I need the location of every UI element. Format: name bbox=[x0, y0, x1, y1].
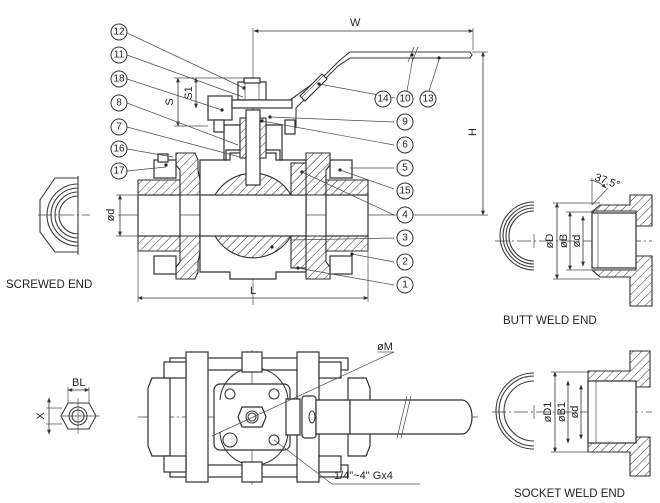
packing-left bbox=[239, 117, 247, 159]
left-end-bore bbox=[137, 194, 181, 237]
dim-M-leader bbox=[211, 351, 395, 437]
caption-socket-weld-end: SOCKET WELD END bbox=[514, 488, 625, 500]
part-bubble-14: 14 bbox=[374, 90, 392, 108]
part-bubble-3: 3 bbox=[396, 229, 414, 247]
svg-text:6: 6 bbox=[402, 140, 408, 151]
part-bubble-1: 1 bbox=[396, 276, 414, 294]
dim-S-label: S bbox=[164, 98, 176, 105]
part-bubble-8: 8 bbox=[110, 94, 128, 112]
dim-BL-label: BL bbox=[72, 377, 85, 389]
part-bubble-9: 9 bbox=[396, 113, 414, 131]
svg-text:9: 9 bbox=[402, 117, 408, 128]
part-bubble-6: 6 bbox=[396, 136, 414, 154]
svg-text:10: 10 bbox=[399, 94, 411, 105]
handle-plate bbox=[231, 99, 293, 109]
svg-text:14: 14 bbox=[377, 94, 389, 105]
part-bubble-4: 4 bbox=[396, 206, 414, 224]
mount-holes-label: 1/4"~4" Gx4 bbox=[334, 470, 393, 482]
right-seat-top bbox=[290, 162, 307, 196]
handle bbox=[289, 51, 473, 109]
plan-handle bbox=[349, 399, 473, 435]
svg-text:12: 12 bbox=[113, 27, 125, 38]
handle-grip bbox=[299, 73, 328, 102]
part-bubble-12: 12 bbox=[110, 23, 128, 41]
right-seat-bottom bbox=[290, 235, 307, 269]
dim-D1-label: øD1 bbox=[542, 402, 554, 423]
svg-text:5: 5 bbox=[402, 163, 408, 174]
hex-end-view: BL X bbox=[35, 377, 100, 435]
stem-nut-top bbox=[243, 77, 261, 84]
caption-butt-weld-end: BUTT WELD END bbox=[503, 315, 597, 327]
part-bubble-5: 5 bbox=[396, 159, 414, 177]
svg-text:16: 16 bbox=[113, 144, 125, 155]
dim-B1-label: øB1 bbox=[556, 402, 568, 422]
right-flange-top bbox=[305, 152, 331, 196]
ball-bore bbox=[199, 194, 307, 237]
caption-screwed-end: SCREWED END bbox=[6, 279, 92, 291]
svg-text:2: 2 bbox=[402, 257, 408, 268]
lock-block-stub bbox=[213, 119, 225, 133]
part-bubble-11: 11 bbox=[110, 46, 128, 64]
svg-text:4: 4 bbox=[402, 210, 408, 221]
part-bubble-18: 18 bbox=[110, 70, 128, 88]
ball-bottom bbox=[214, 235, 292, 259]
left-bottom-nut bbox=[153, 255, 177, 275]
dim-d-butt-label: ød bbox=[571, 235, 583, 248]
dim-d-socket-label: ød bbox=[569, 406, 581, 419]
svg-text:8: 8 bbox=[116, 98, 122, 109]
screwed-end-view: SCREWED END bbox=[6, 176, 92, 291]
part-bubble-17: 17 bbox=[110, 162, 128, 180]
left-end-cap-top bbox=[137, 179, 181, 196]
left-end-cap-bottom bbox=[137, 235, 181, 252]
svg-text:7: 7 bbox=[116, 122, 122, 133]
part-bubble-13: 13 bbox=[419, 90, 437, 108]
dim-M-label: øM bbox=[377, 341, 393, 353]
right-end-cap-bottom bbox=[325, 235, 369, 252]
dim-H-label: H bbox=[467, 128, 479, 136]
part-bubble-15: 15 bbox=[396, 182, 414, 200]
dim-W-label: W bbox=[350, 17, 361, 29]
svg-text:13: 13 bbox=[422, 94, 434, 105]
part-bubble-10: 10 bbox=[396, 90, 414, 108]
main-section-view bbox=[118, 28, 473, 305]
part-bubble-7: 7 bbox=[110, 118, 128, 136]
dim-X-label: X bbox=[35, 412, 47, 420]
svg-text:3: 3 bbox=[402, 233, 408, 244]
svg-text:11: 11 bbox=[114, 50, 125, 61]
dim-D-label: øD bbox=[544, 234, 556, 249]
part-callouts: 12 11 18 8 7 16 17 14 10 13 9 6 5 15 4 3… bbox=[110, 23, 440, 294]
stem bbox=[245, 109, 261, 186]
socket-weld-end-view: øD1 øB1 ød SOCKET WELD END bbox=[492, 350, 652, 500]
plan-left-flange bbox=[185, 351, 209, 483]
part-bubble-16: 16 bbox=[110, 140, 128, 158]
dim-L-label: L bbox=[250, 285, 256, 297]
svg-text:18: 18 bbox=[113, 74, 125, 85]
right-bottom-nut bbox=[329, 255, 353, 275]
svg-text:17: 17 bbox=[113, 166, 125, 177]
left-top-bolt-head bbox=[157, 153, 169, 163]
svg-text:1: 1 bbox=[402, 280, 408, 291]
butt-weld-end-view: øD øB ød 37.5° BUTT WELD END bbox=[495, 172, 653, 327]
butt-weld-section-top bbox=[591, 194, 653, 227]
plan-view: øM 1/4"~4" Gx4 bbox=[138, 341, 478, 485]
stem-nut bbox=[237, 81, 267, 101]
lock-block bbox=[207, 95, 233, 121]
left-top-nut bbox=[153, 159, 177, 179]
svg-text:15: 15 bbox=[399, 186, 411, 197]
left-flange-top bbox=[175, 152, 201, 196]
part-bubble-2: 2 bbox=[396, 253, 414, 271]
left-flange-bottom bbox=[175, 235, 201, 280]
packing-right bbox=[259, 117, 267, 159]
right-end-bore bbox=[325, 194, 369, 237]
main-dimensions: W H L ød S S1 bbox=[105, 17, 488, 302]
dim-B-label: øB bbox=[558, 234, 570, 248]
dim-S1-label: S1 bbox=[183, 86, 195, 99]
dim-d-label: ød bbox=[105, 209, 117, 222]
